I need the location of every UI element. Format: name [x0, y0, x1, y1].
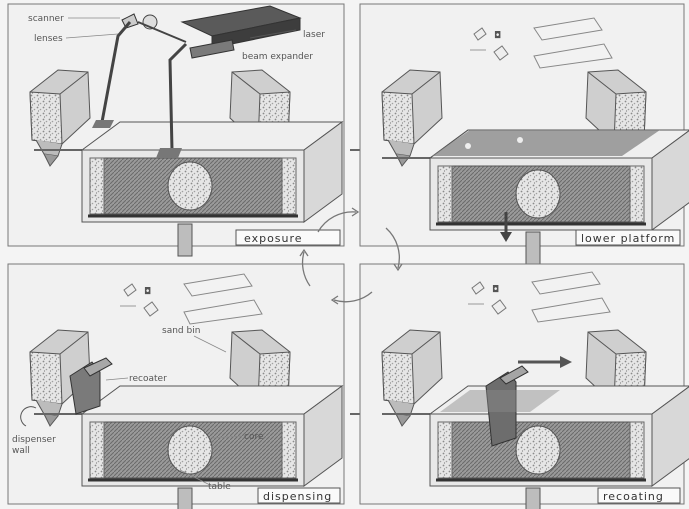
cycle-arrow-2 [385, 227, 400, 269]
step-label-dispensing: dispensing [263, 490, 332, 503]
label-wall: wall [12, 446, 30, 456]
label-scanner: scanner [28, 14, 64, 24]
label-dispenser: dispenser [12, 435, 56, 445]
step-label-lower-platform: lower platform [581, 232, 675, 245]
label-table: table [208, 482, 231, 492]
panel-recoating: recoating [359, 263, 689, 509]
panel-dispensing: sand bin recoater dispenser wall core ta… [7, 263, 384, 509]
cycle-arrow-4 [301, 251, 311, 287]
step-label-exposure: exposure [244, 232, 303, 245]
label-beam-expander: beam expander [242, 52, 313, 62]
label-laser: laser [303, 30, 325, 40]
step-label-recoating: recoating [603, 490, 664, 503]
label-recoater: recoater [129, 374, 167, 384]
cycle-arrow-3 [333, 291, 373, 303]
cycle-arrows [299, 207, 403, 305]
label-lenses: lenses [34, 34, 63, 44]
panel-lower-platform: lower platform [359, 3, 689, 266]
label-core: core [244, 432, 264, 442]
cycle-arrow-1 [317, 211, 357, 233]
label-sand-bin: sand bin [162, 326, 200, 336]
panel-exposure: scanner lenses laser beam expander expos… [7, 3, 384, 258]
